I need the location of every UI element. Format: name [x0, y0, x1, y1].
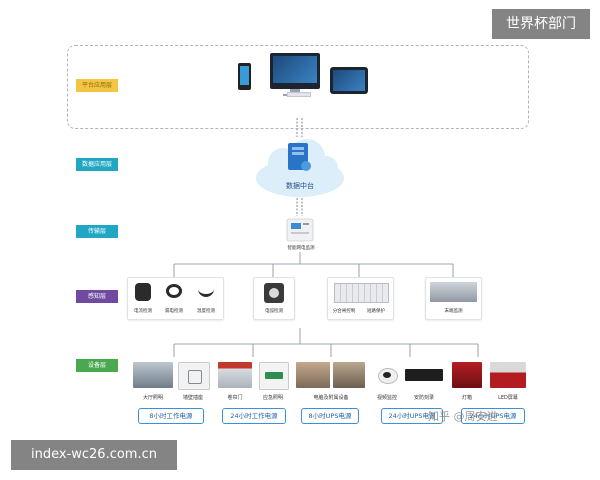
computer-equipment-photo: [333, 362, 365, 388]
led-screen-photo: [490, 362, 526, 388]
emergency-light-photo: [259, 362, 289, 390]
rolling-door-photo: [218, 362, 252, 388]
phone-icon: [238, 63, 251, 90]
keyboard-icon: [287, 92, 311, 97]
sensing-card-arc: 电弧检测: [253, 277, 295, 320]
zhihu-watermark: 知乎 @周安进: [428, 410, 498, 423]
power-badge: 8小时工作电源: [138, 408, 204, 424]
sensing-label: 短路保护: [367, 309, 385, 314]
sensing-label: 电弧检测: [265, 309, 283, 314]
device-label: 电脑及附属设备: [313, 395, 349, 401]
device-label: LED屏幕: [498, 395, 518, 401]
gateway-device-icon: [286, 218, 314, 242]
temperature-sensor-icon: [198, 285, 214, 297]
device-label: 视频监控: [376, 395, 397, 401]
layer-tag-transport: 传输层: [76, 225, 118, 238]
lobby-lighting-photo: [133, 362, 173, 388]
computer-office-photo: [296, 362, 330, 388]
platform-cloud-arrows: [296, 118, 303, 137]
power-badge: 24小时UPS电源: [381, 408, 443, 424]
power-badge: 24小时UPS电源: [461, 408, 525, 424]
device-label: 安防刻录: [413, 395, 434, 401]
device-tree-lines: [173, 328, 479, 357]
arc-sensor-icon: [264, 283, 284, 303]
layer-tag-sensing: 感知层: [76, 290, 118, 303]
current-sensor-icon: [135, 283, 151, 301]
sensing-card-switch: 分合闸控制 短路保护: [327, 277, 394, 320]
power-badge: 8小时UPS电源: [301, 408, 359, 424]
tablet-icon: [330, 67, 368, 94]
data-center-label: 数据中台: [286, 182, 314, 190]
server-icon: [288, 143, 311, 171]
sensing-label: 电流检测: [134, 309, 152, 314]
gateway-label: 智能网电监测: [287, 246, 315, 251]
bottom-left-banner: index-wc26.com.cn: [11, 440, 177, 470]
layer-tag-data-application: 数据应用层: [76, 158, 118, 171]
device-label: 灯箱: [461, 395, 472, 401]
sensing-label: 末端监测: [444, 309, 463, 314]
sensing-card-terminal: 末端监测: [425, 277, 482, 320]
device-label: 大厅照明: [142, 395, 163, 401]
monitor-icon: [270, 53, 320, 96]
cloud-gateway-arrows: [296, 198, 303, 216]
leakage-sensor-icon: [166, 284, 182, 298]
layer-tag-platform: 平台应用层: [76, 79, 118, 92]
breaker-icon: [334, 283, 389, 303]
terminal-photo: [430, 282, 477, 302]
camera-photo: [376, 364, 398, 386]
power-badge: 24小时工作电源: [222, 408, 286, 424]
device-label: 卷帘门: [227, 395, 243, 401]
sensing-label: 漏电检测: [165, 309, 183, 314]
layer-tag-device: 设备层: [76, 359, 118, 372]
sensing-card-current: 电流检测 漏电检测 温度检测: [127, 277, 224, 320]
sensing-label: 分合闸控制: [332, 309, 356, 314]
top-right-banner: 世界杯部门: [492, 9, 590, 39]
lightbox-photo: [452, 362, 482, 388]
recorder-photo: [405, 369, 443, 381]
wall-socket-photo: [178, 362, 210, 390]
sensing-label: 温度检测: [197, 309, 215, 314]
device-label: 应急照明: [262, 395, 283, 401]
sensing-tree-lines: [173, 252, 454, 277]
platform-layer-box: [67, 45, 529, 129]
device-label: 墙壁插座: [182, 395, 203, 401]
